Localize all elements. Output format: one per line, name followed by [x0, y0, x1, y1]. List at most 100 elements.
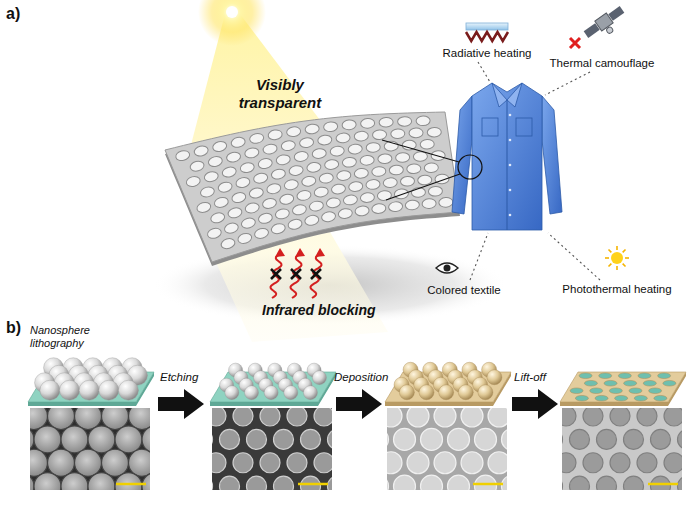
hole [379, 117, 393, 127]
sem-particle [328, 429, 333, 449]
hole [343, 194, 358, 206]
hole [270, 222, 286, 235]
process-arrow [158, 389, 204, 419]
sem-particle [260, 453, 280, 473]
hole [360, 192, 375, 203]
process-stage [529, 372, 700, 508]
nanosphere [399, 385, 414, 400]
sem-particle [220, 429, 240, 449]
label-box: Lift-off [514, 370, 564, 384]
hole [313, 186, 328, 198]
sem-particle [394, 475, 416, 490]
sem-particle [562, 453, 576, 473]
hole [257, 212, 273, 225]
shirt-button [509, 139, 512, 142]
hole [283, 179, 299, 191]
scale-bar [116, 483, 146, 486]
sem-particle [247, 476, 267, 490]
hole [239, 161, 255, 174]
hole [212, 140, 228, 153]
hole [267, 129, 282, 141]
substrate-hole [615, 395, 628, 401]
hole [248, 187, 264, 200]
substrate-hole [599, 373, 612, 379]
nanosphere [487, 370, 502, 385]
hole [249, 132, 265, 144]
hole [428, 186, 443, 197]
sem-particle [448, 428, 470, 450]
sem-particle [407, 408, 429, 427]
process-stage [353, 362, 578, 508]
hole [309, 200, 325, 212]
shirt-button [509, 189, 512, 192]
sem-particle [624, 429, 644, 449]
infrared-wave [291, 254, 302, 298]
hole [383, 177, 398, 188]
hole [417, 175, 432, 185]
sun-ray [625, 257, 629, 259]
shirt-button [509, 214, 512, 217]
hole [210, 211, 226, 224]
shirt-pocket [516, 118, 532, 136]
hole [196, 201, 212, 214]
hole [279, 193, 295, 206]
infrared-wave [271, 254, 282, 298]
dotted-link [548, 233, 600, 280]
nanosphere [99, 380, 119, 400]
nanosphere [264, 386, 278, 400]
block-cross [311, 269, 321, 279]
label-box: Etching [160, 370, 220, 384]
hole [287, 218, 303, 231]
hole [342, 119, 357, 130]
hole [354, 168, 369, 179]
substrate-hole [570, 388, 583, 394]
nanosphere [40, 380, 60, 400]
satellite-dish [606, 26, 614, 34]
sem-particle [328, 476, 333, 490]
hole [230, 136, 246, 148]
step-label: Etching [160, 370, 220, 384]
hole [274, 208, 290, 221]
radiative-bar [466, 23, 508, 30]
sem-particle [75, 449, 102, 476]
hole [397, 116, 411, 126]
sem-particle [220, 476, 240, 490]
hole [271, 168, 287, 180]
hole [304, 214, 320, 226]
sem-particle [562, 429, 563, 449]
hole [189, 160, 205, 173]
substrate-hole [618, 373, 631, 379]
substrate-hole [649, 388, 662, 394]
sem-particle [387, 408, 402, 427]
label-box: Infrared blocking [262, 302, 412, 318]
dotted-link [478, 62, 490, 82]
sem-particle [301, 429, 321, 449]
nanosphere [439, 385, 454, 400]
hole [231, 191, 247, 204]
substrate-hole [658, 373, 671, 379]
sem-particle [314, 453, 332, 473]
application-label: Thermal camouflage [544, 56, 660, 70]
application-icons [436, 4, 629, 280]
hole [221, 166, 237, 179]
hole [407, 164, 422, 174]
hole [319, 172, 334, 184]
infrared-arrowhead [295, 248, 305, 257]
scale-bar [298, 483, 328, 486]
sem-particle [678, 429, 683, 449]
hole [326, 197, 341, 209]
sem-particle [407, 452, 429, 474]
hole [400, 176, 415, 187]
sem-particle [260, 408, 280, 426]
hole [336, 132, 351, 143]
eye-pupil [444, 265, 451, 272]
hole [227, 206, 243, 219]
sem-particle [129, 449, 151, 476]
process-stage [179, 363, 402, 508]
hole [388, 201, 403, 212]
sun-ray [623, 264, 626, 267]
hole [175, 149, 191, 162]
sem-particle [475, 428, 497, 450]
